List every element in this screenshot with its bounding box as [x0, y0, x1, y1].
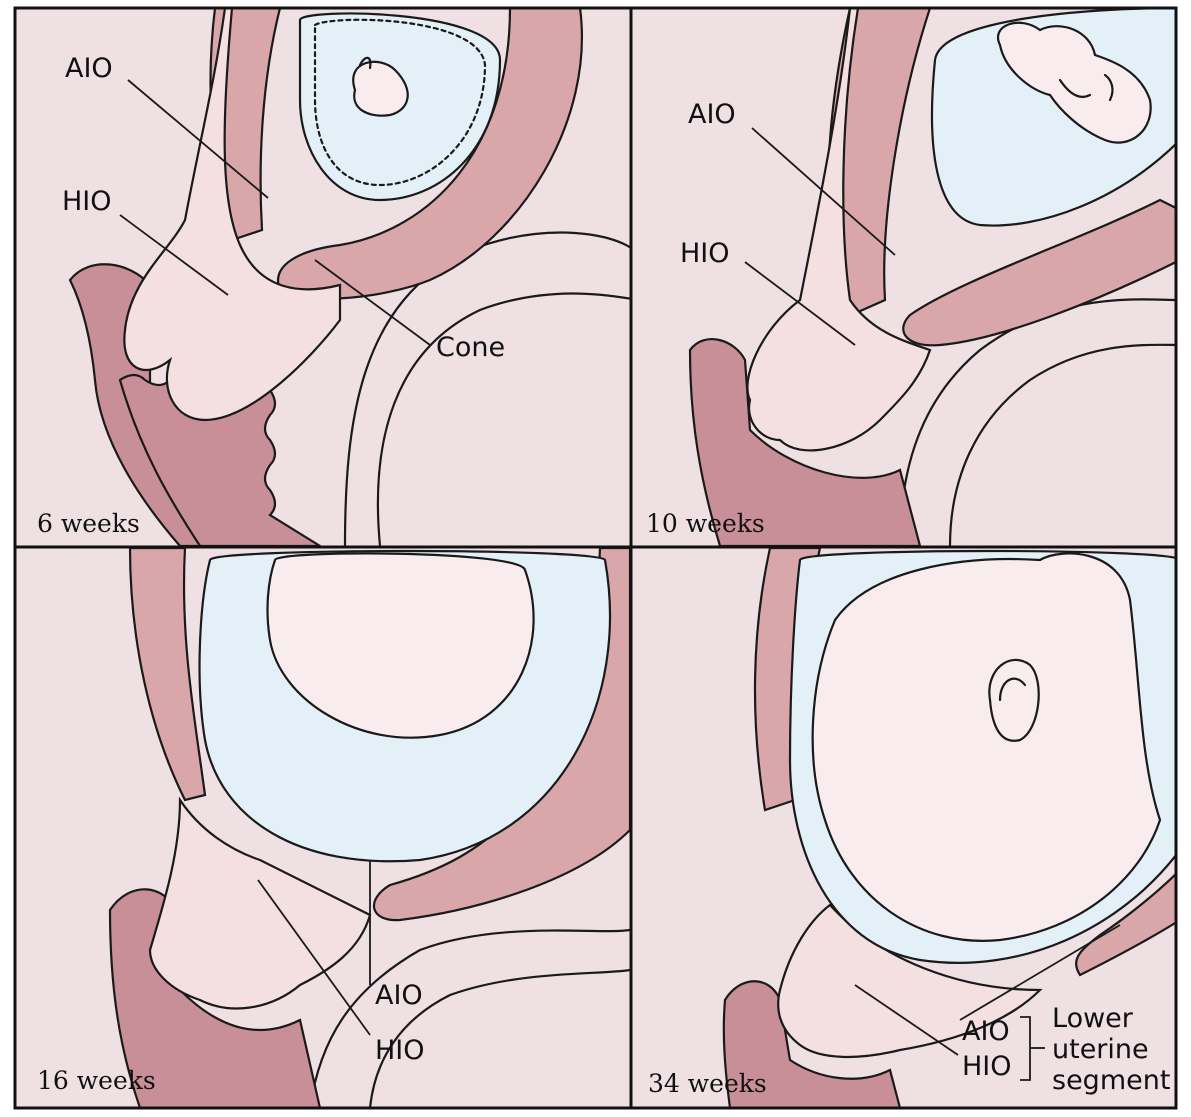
stage-label: 10 weeks: [646, 509, 765, 538]
label-hio: HIO: [680, 238, 730, 269]
panel-10-weeks: AIO HIO 10 weeks: [632, 8, 1180, 546]
panel-6-weeks: AIO HIO Cone 6 weeks: [15, 8, 640, 546]
label-aio: AIO: [65, 53, 113, 84]
label-hio: HIO: [375, 1035, 425, 1066]
panel-16-weeks: AIO HIO 16 weeks: [15, 548, 630, 1108]
label-hio: HIO: [962, 1051, 1012, 1082]
bracket-label-line-2: uterine: [1052, 1034, 1149, 1065]
stage-label: 6 weeks: [37, 509, 140, 538]
stage-label: 16 weeks: [37, 1066, 156, 1095]
bracket-label-line-1: Lower: [1052, 1003, 1134, 1034]
stage-label: 34 weeks: [648, 1069, 767, 1098]
fetal-head: [813, 553, 1160, 940]
bracket-label-line-3: segment: [1052, 1065, 1170, 1096]
label-aio: AIO: [962, 1016, 1010, 1047]
label-hio: HIO: [62, 186, 112, 217]
label-aio: AIO: [375, 980, 423, 1011]
panel-34-weeks: AIO HIO Lower uterine segment 34 weeks: [632, 548, 1180, 1108]
label-cone: Cone: [436, 332, 505, 363]
label-aio: AIO: [688, 99, 736, 130]
